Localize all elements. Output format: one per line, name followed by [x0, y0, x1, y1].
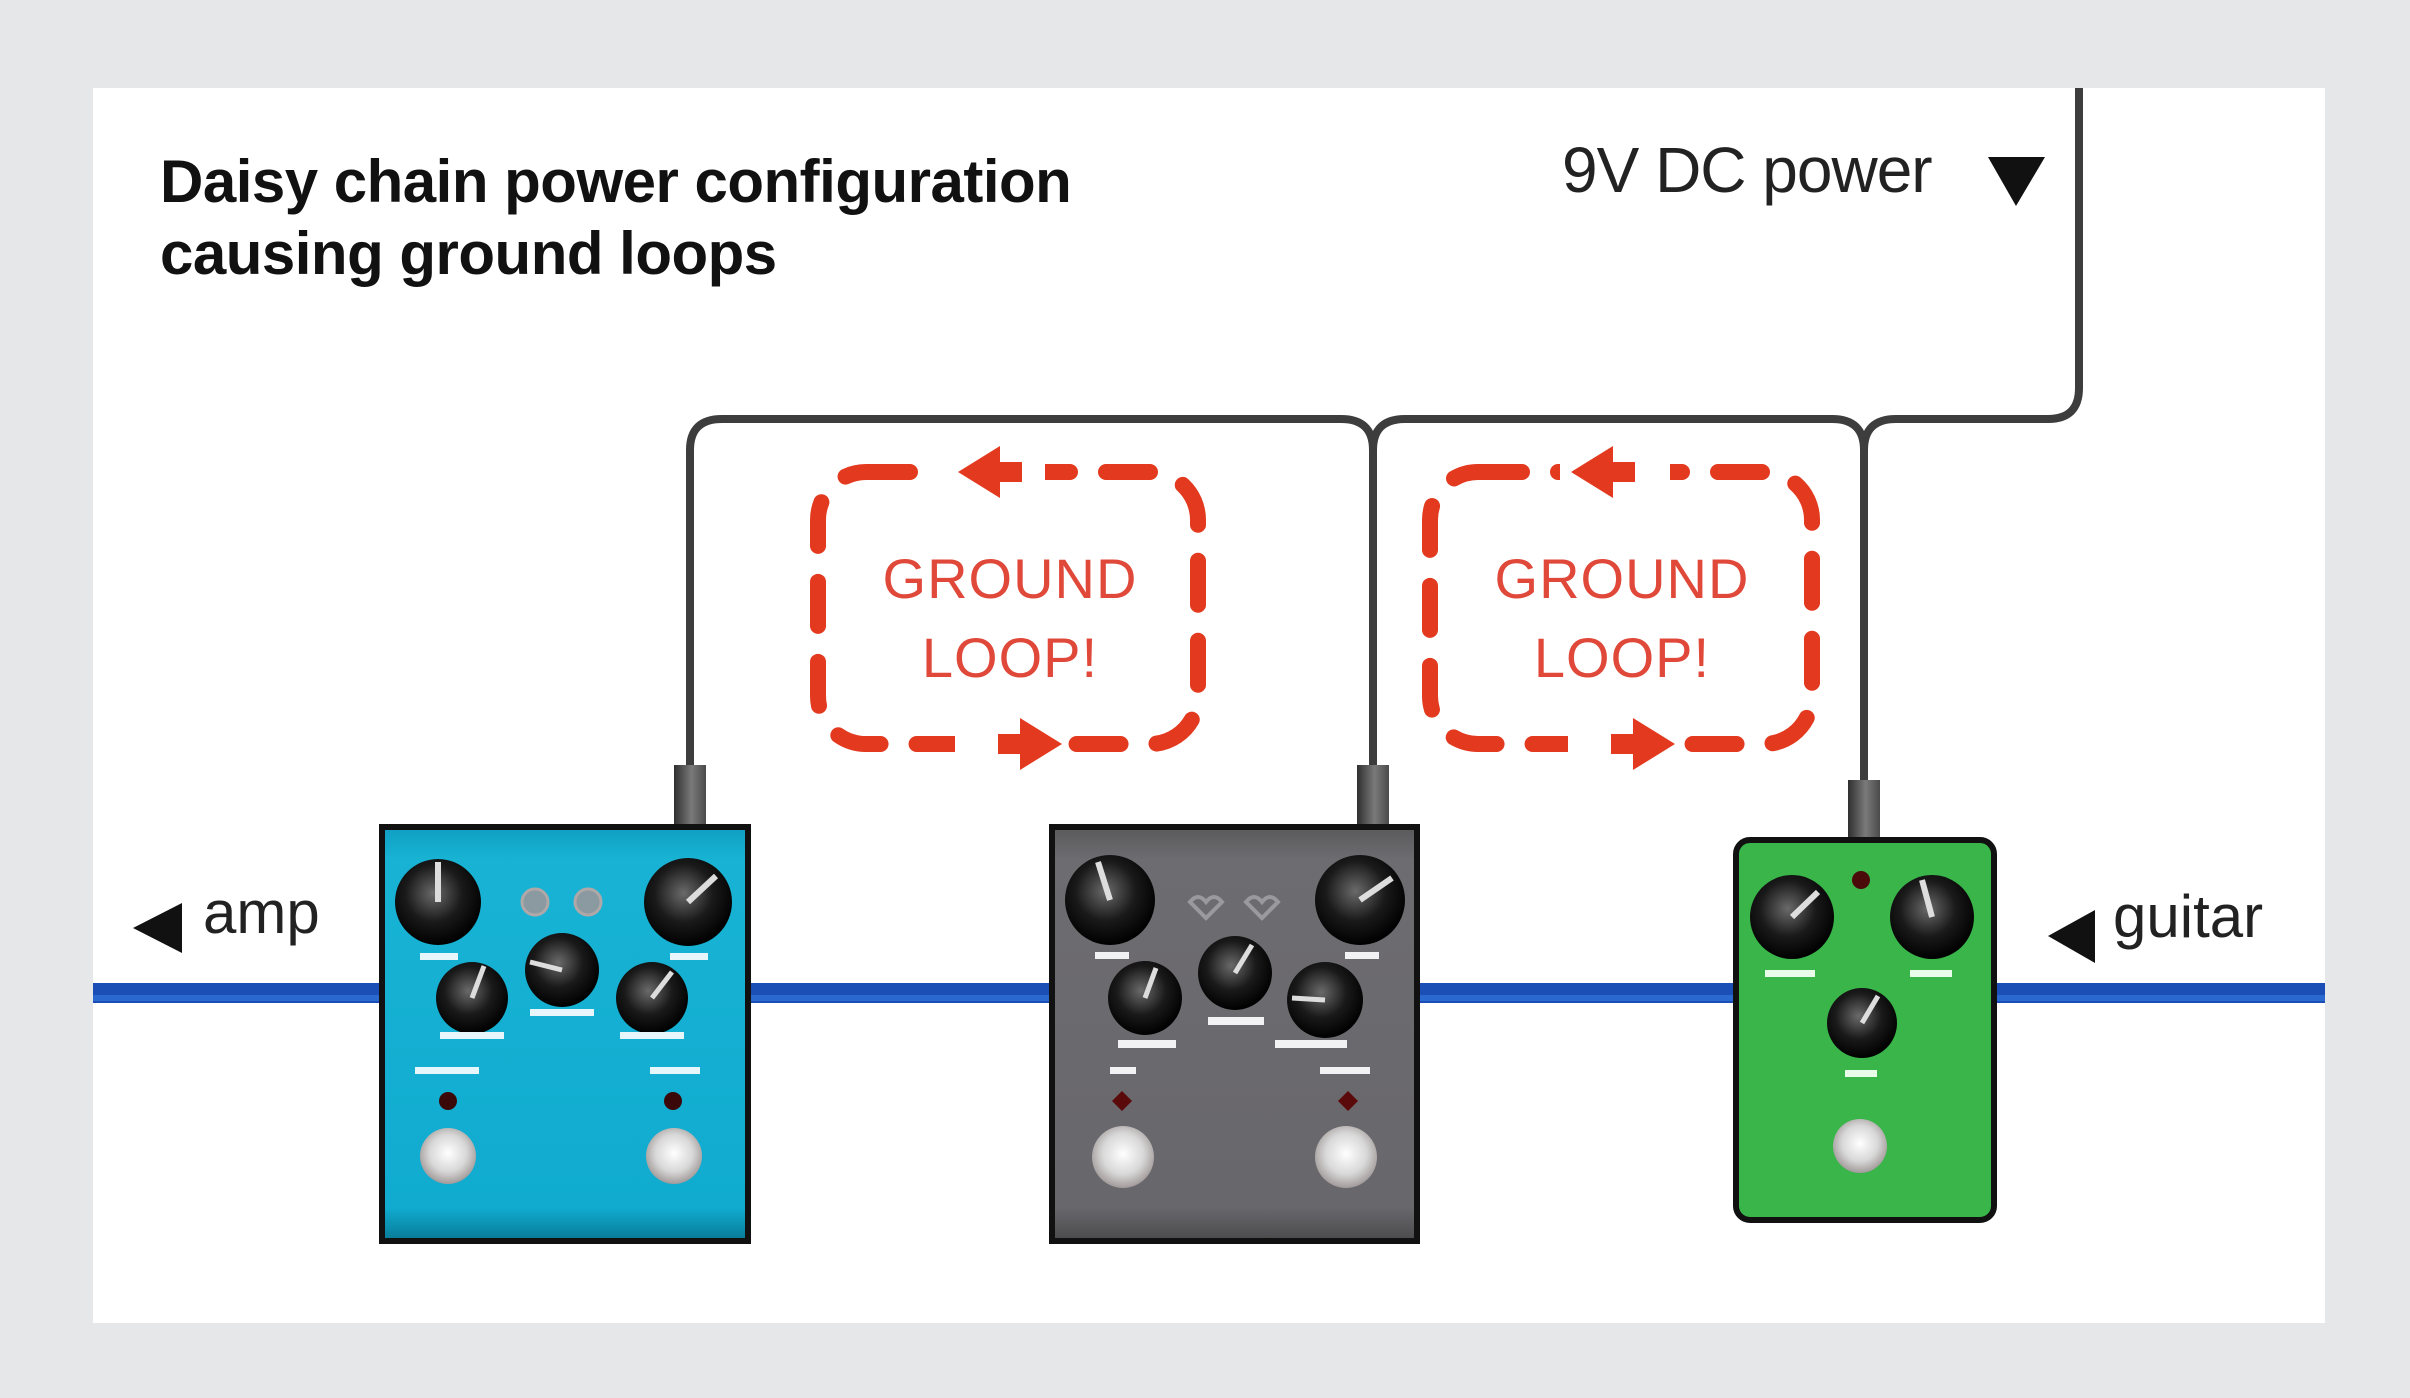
power-plug: [1357, 765, 1389, 829]
triangle-left-icon: [133, 903, 182, 953]
power-plug: [674, 765, 706, 829]
led: [573, 887, 603, 917]
ground-loop-1: GROUND LOOP!: [810, 445, 1206, 774]
led-indicator: [439, 1092, 457, 1110]
power-plug: [1848, 780, 1880, 842]
footswitch: [1833, 1119, 1887, 1173]
ground-loop-label-line2: LOOP!: [922, 626, 1098, 689]
heart-icon: [1243, 895, 1281, 921]
green-pedal: [1733, 837, 1997, 1223]
gray-dual-pedal: [1049, 824, 1420, 1244]
ground-loop-label-line1: GROUND: [883, 547, 1138, 610]
title-line-2: causing ground loops: [160, 220, 777, 287]
triangle-down-icon: [1988, 157, 2045, 206]
loop-direction-arrow-icon: [1611, 718, 1675, 770]
footswitch: [646, 1128, 702, 1184]
led: [1852, 871, 1870, 889]
diagram-title: Daisy chain power configuration causing …: [160, 146, 1072, 290]
blue-dual-pedal: [379, 824, 751, 1244]
ground-loop-2: GROUND LOOP!: [1422, 445, 1820, 774]
power-source-label: 9V DC power: [1562, 134, 1933, 206]
loop-direction-arrow-icon: [998, 718, 1062, 770]
led-indicator: [1338, 1091, 1358, 1111]
heart-icon: [1187, 895, 1225, 921]
ground-loop-label-line1: GROUND: [1495, 547, 1750, 610]
led-indicator: [1112, 1091, 1132, 1111]
triangle-left-icon: [2048, 910, 2095, 963]
power-cable: [686, 88, 2083, 780]
amp-label: amp: [203, 879, 320, 946]
led-indicator: [664, 1092, 682, 1110]
guitar-label: guitar: [2113, 883, 2264, 950]
loop-direction-arrow-icon: [958, 446, 1022, 498]
title-line-1: Daisy chain power configuration: [160, 148, 1072, 215]
footswitch: [1315, 1126, 1377, 1188]
loop-direction-arrow-icon: [1571, 446, 1635, 498]
footswitch: [1092, 1126, 1154, 1188]
footswitch: [420, 1128, 476, 1184]
ground-loop-label-line2: LOOP!: [1534, 626, 1710, 689]
led: [520, 887, 550, 917]
